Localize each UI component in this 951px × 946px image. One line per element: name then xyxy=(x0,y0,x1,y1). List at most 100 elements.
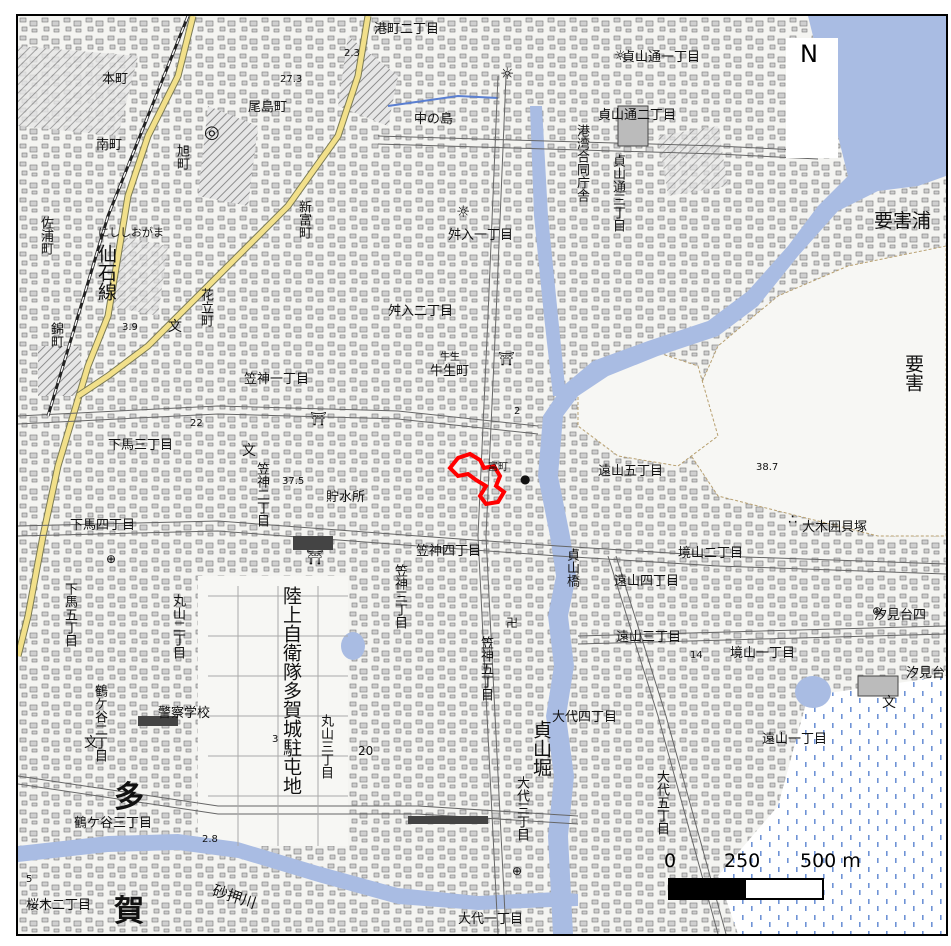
scale-label-0: 0 xyxy=(664,850,677,872)
label-minamimachi: 南町 xyxy=(96,138,123,153)
elevation-label: 3 xyxy=(272,734,279,745)
map-canvas[interactable] xyxy=(18,16,946,934)
label-tsurugaya2: 鶴ケ谷二丁目 xyxy=(92,684,107,762)
label-yogai: 要害 xyxy=(902,354,924,392)
pond xyxy=(795,676,831,708)
factory-icon: ☼ xyxy=(500,64,515,83)
elevation-label: 22 xyxy=(190,418,203,429)
factory-icon: ☼ xyxy=(456,202,471,221)
label-saura: 佐浦町 xyxy=(38,216,53,255)
north-label: N xyxy=(800,40,818,68)
stream xyxy=(387,94,499,107)
label-toyama1: 遠山一丁目 xyxy=(762,732,828,747)
base-grid xyxy=(208,586,348,846)
scale-bar: 0 250 500 m xyxy=(664,850,874,910)
shrine-icon: ⛩ xyxy=(306,550,324,566)
hospital-icon: ● xyxy=(520,472,531,486)
label-shimouma4: 下馬四丁目 xyxy=(70,518,136,533)
label-oshiro1: 大代一丁目 xyxy=(458,912,524,927)
label-ooki-kaizuka: 大木囲貝塚 xyxy=(802,520,868,535)
label-tsurugaya3: 鶴ケ谷三丁目 xyxy=(74,816,153,831)
label-sadayama-bridge: 貞山橋 xyxy=(564,548,579,587)
base-open-area xyxy=(198,576,348,846)
prefectural-road xyxy=(18,16,196,657)
elevation-label: 38.7 xyxy=(756,462,779,473)
canal-water xyxy=(530,106,566,396)
paddy-field xyxy=(718,676,946,934)
label-sakuragi2: 桜木二丁目 xyxy=(26,898,92,913)
label-yogaiura: 要害浦 xyxy=(874,210,932,232)
label-toyama4: 遠山四丁目 xyxy=(614,574,680,589)
label-sadayama-canal: 貞山堀 xyxy=(530,720,552,777)
label-sadayama1: 貞山通一丁目 xyxy=(622,50,701,65)
label-masuiri1: 舛入一丁目 xyxy=(448,228,514,243)
label-nishiki: 錦町 xyxy=(48,322,63,348)
label-ushiu: 牛生町 xyxy=(430,364,470,379)
label-toyama3: 遠山三丁目 xyxy=(616,630,682,645)
label-oshima: 尾島町 xyxy=(248,100,288,115)
label-shinjuku: 新富町 xyxy=(296,200,311,239)
label-minatomachi: 港町二丁目 xyxy=(374,22,440,37)
shrine-icon: ⛩ xyxy=(310,412,327,427)
label-tomi-small: 富町 xyxy=(488,462,508,473)
prefectural-road xyxy=(76,16,371,399)
map-frame: N 0 250 500 m 港町二丁目 貞山通一丁目 貞山通二丁目 貞山通三丁目… xyxy=(16,14,948,936)
label-maruyama2: 丸山二丁目 xyxy=(170,594,185,659)
label-kasagami3: 笠神三丁目 xyxy=(392,564,407,629)
label-reservoir: 貯水所 xyxy=(326,490,366,505)
scale-label-250: 250 xyxy=(724,850,761,872)
urban-block xyxy=(338,36,398,126)
building xyxy=(293,536,333,550)
label-police-school: 警察学校 xyxy=(158,706,211,721)
building xyxy=(138,716,178,726)
label-shimouma3: 下馬三丁目 xyxy=(108,438,174,453)
label-gov-office: 港湾合同庁舎 xyxy=(574,124,589,202)
hill-area xyxy=(677,245,946,537)
label-ushiu-small: 牛生 xyxy=(440,352,460,363)
urban-block xyxy=(198,106,258,206)
scale-bar-graphic xyxy=(668,878,824,900)
elevation-label: 2.3 xyxy=(344,48,360,59)
post-office-icon: ⊕ xyxy=(872,604,883,618)
label-hanadate: 花立町 xyxy=(198,288,213,327)
bay-water xyxy=(538,16,946,934)
label-kasagami1: 笠神一丁目 xyxy=(244,372,310,387)
label-nakanoshima: 中の島 xyxy=(414,112,454,127)
label-shiomidai4: 汐見台四 xyxy=(874,608,927,623)
scale-label-500: 500 m xyxy=(800,850,861,872)
label-oshiro5: 大代五丁目 xyxy=(654,770,669,835)
label-jsdf: 陸上自衛隊多賀城駐屯地 xyxy=(280,586,302,795)
label-kasagami4: 笠神四丁目 xyxy=(416,544,482,559)
school-icon: 文 xyxy=(242,443,256,459)
label-asahimachi: 旭町 xyxy=(174,144,189,170)
label-sakaiyama2: 境山二丁目 xyxy=(678,546,744,561)
sunaoshi-river xyxy=(18,834,578,910)
label-toyama5: 遠山五丁目 xyxy=(598,464,664,479)
elevation-label: 20 xyxy=(358,744,374,758)
label-shimouma5: 下馬五丁目 xyxy=(62,582,77,647)
urban-block xyxy=(658,126,728,196)
pond xyxy=(341,632,365,660)
urban-block xyxy=(18,46,138,136)
railway xyxy=(46,16,190,417)
elevation-label: 14 xyxy=(690,650,703,661)
school-icon: 文 xyxy=(168,319,182,335)
label-taga-2: 賀 xyxy=(114,894,144,929)
elevation-label: 5 xyxy=(26,874,33,885)
elevation-label: 2 xyxy=(514,406,521,417)
temple-icon: 卍 xyxy=(506,616,519,630)
label-maruyama3: 丸山三丁目 xyxy=(318,714,333,779)
study-area-outline xyxy=(447,451,507,507)
label-masuiri2: 舛入二丁目 xyxy=(388,304,454,319)
label-sakaiyama1: 境山一丁目 xyxy=(730,646,796,661)
north-arrow: N xyxy=(786,38,838,158)
historic-site-icon: ∴ xyxy=(788,512,797,528)
city-hall-icon: ◎ xyxy=(204,122,220,143)
elevation-label: 3.9 xyxy=(122,322,138,333)
building xyxy=(617,105,649,147)
label-nishishiogama: にししおがま xyxy=(98,226,164,239)
post-office-icon: ⊕ xyxy=(106,552,117,566)
building xyxy=(408,816,488,824)
elevation-label: 2.8 xyxy=(202,834,218,845)
label-senseki: 仙石線 xyxy=(95,244,117,301)
